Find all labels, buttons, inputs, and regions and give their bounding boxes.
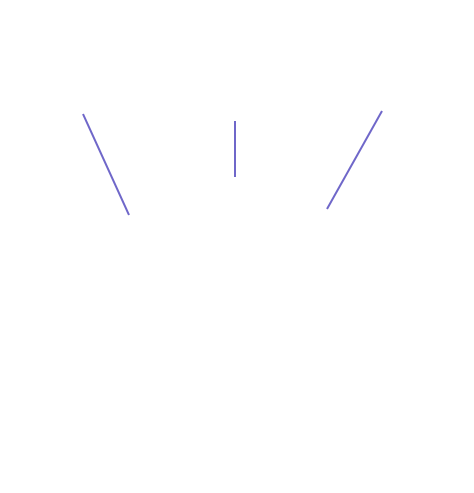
left-diagonal-stroke (82, 113, 130, 216)
right-diagonal-stroke (326, 110, 383, 210)
